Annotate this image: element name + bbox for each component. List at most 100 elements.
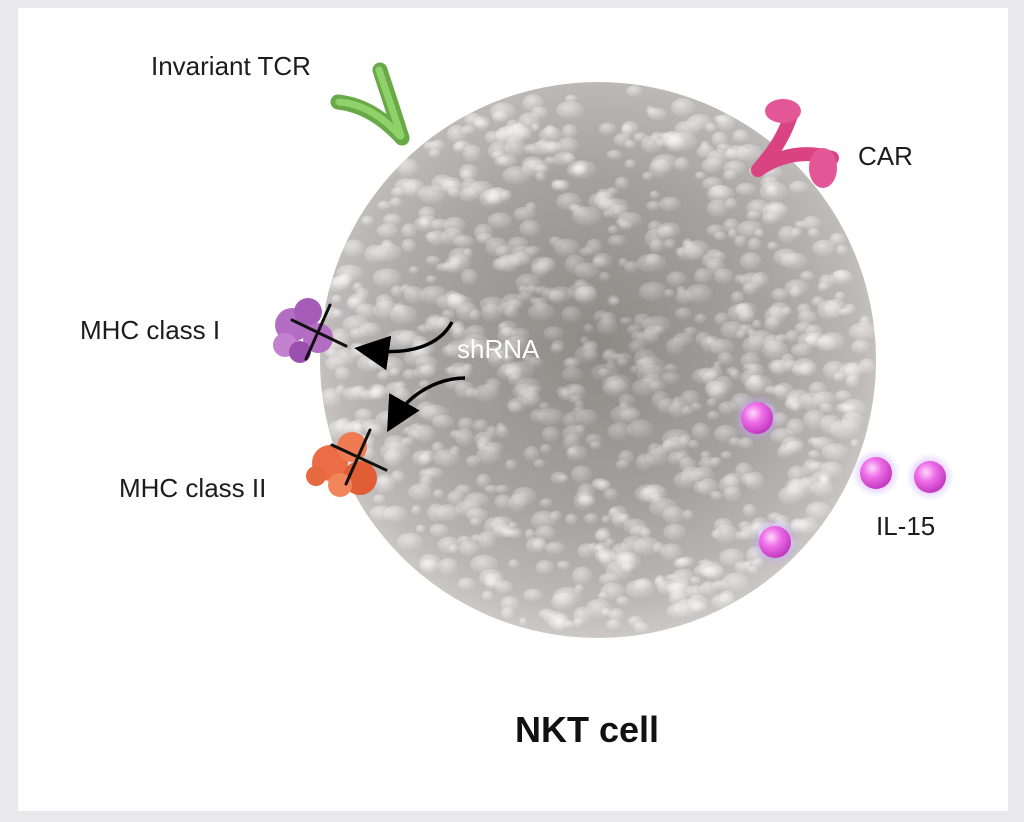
surface-bump bbox=[583, 323, 595, 334]
surface-bump bbox=[463, 247, 474, 257]
il15-sphere-icon bbox=[906, 453, 954, 501]
surface-bump bbox=[813, 391, 836, 407]
surface-bump bbox=[724, 472, 742, 487]
surface-bump bbox=[556, 386, 570, 397]
surface-bump bbox=[734, 274, 748, 284]
mhc-class-1-icon bbox=[273, 298, 333, 363]
surface-bump bbox=[373, 300, 399, 320]
surface-bump bbox=[572, 206, 603, 227]
surface-bump bbox=[674, 307, 693, 320]
surface-bump bbox=[777, 444, 794, 459]
surface-bump bbox=[498, 322, 508, 331]
surface-bump bbox=[424, 231, 437, 243]
surface-bump bbox=[674, 156, 690, 172]
surface-bump bbox=[705, 381, 728, 396]
surface-bump bbox=[469, 517, 482, 527]
surface-bump bbox=[562, 356, 581, 371]
surface-bump bbox=[592, 252, 613, 269]
surface-bump bbox=[544, 541, 566, 555]
surface-bump bbox=[448, 544, 459, 554]
surface-bump bbox=[372, 268, 402, 288]
surface-bump bbox=[723, 486, 742, 502]
surface-bump bbox=[390, 470, 405, 484]
surface-bump bbox=[463, 492, 489, 509]
surface-bump bbox=[716, 143, 732, 154]
surface-bump bbox=[745, 471, 765, 491]
surface-bump bbox=[325, 355, 345, 372]
surface-bump bbox=[649, 190, 660, 200]
surface-bump bbox=[550, 510, 562, 522]
surface-bump bbox=[530, 256, 555, 275]
surface-bump bbox=[548, 286, 575, 303]
surface-bump bbox=[742, 336, 766, 356]
surface-bump bbox=[787, 465, 808, 483]
surface-bump bbox=[507, 236, 529, 253]
surface-bump bbox=[352, 282, 364, 292]
surface-bump bbox=[398, 330, 421, 347]
surface-bump bbox=[415, 524, 426, 534]
surface-bump bbox=[621, 124, 633, 136]
surface-bump bbox=[739, 252, 762, 271]
surface-bump bbox=[769, 302, 791, 320]
surface-bump bbox=[522, 94, 544, 112]
surface-bump bbox=[442, 180, 463, 194]
surface-bump bbox=[462, 144, 482, 162]
surface-bump bbox=[585, 238, 603, 256]
surface-bump bbox=[608, 608, 624, 622]
surface-bump bbox=[737, 220, 763, 239]
surface-bump bbox=[694, 313, 707, 324]
surface-bump bbox=[647, 107, 667, 121]
surface-bump bbox=[522, 354, 535, 365]
surface-bump bbox=[663, 523, 687, 541]
surface-bump bbox=[535, 172, 547, 182]
surface-bump bbox=[531, 123, 540, 132]
surface-bump bbox=[477, 531, 497, 549]
surface-bump bbox=[438, 557, 458, 575]
surface-bump bbox=[646, 448, 669, 467]
surface-bump bbox=[843, 404, 856, 414]
surface-bump bbox=[484, 484, 498, 494]
surface-bump bbox=[556, 192, 582, 211]
surface-bump bbox=[829, 419, 861, 440]
surface-bump bbox=[627, 324, 642, 336]
surface-bump bbox=[624, 159, 637, 169]
il15-label: IL-15 bbox=[876, 511, 936, 541]
surface-bump bbox=[376, 223, 399, 239]
surface-bump bbox=[808, 449, 821, 459]
surface-bump bbox=[418, 206, 436, 223]
surface-bump bbox=[525, 245, 541, 256]
il15-sphere-icon bbox=[733, 394, 781, 442]
surface-bump bbox=[532, 538, 547, 551]
diagram-title: NKT cell bbox=[515, 709, 660, 750]
surface-bump bbox=[657, 398, 680, 415]
surface-bump bbox=[714, 312, 730, 326]
surface-bump bbox=[447, 293, 466, 306]
surface-bump bbox=[574, 285, 598, 302]
surface-bump bbox=[385, 381, 405, 398]
surface-bump bbox=[640, 135, 663, 154]
surface-bump bbox=[838, 308, 851, 316]
surface-bump bbox=[383, 449, 402, 468]
surface-bump bbox=[556, 560, 571, 571]
surface-bump bbox=[500, 189, 513, 201]
surface-bump bbox=[778, 225, 798, 243]
surface-bump bbox=[473, 384, 500, 403]
surface-bump bbox=[487, 212, 513, 230]
surface-bump bbox=[607, 422, 632, 441]
surface-bump bbox=[457, 417, 475, 432]
surface-bump bbox=[636, 356, 666, 375]
surface-bump bbox=[419, 285, 449, 305]
surface-bump bbox=[807, 228, 821, 238]
surface-bump bbox=[464, 325, 486, 340]
surface-bump bbox=[562, 434, 581, 452]
surface-bump bbox=[342, 315, 370, 334]
surface-bump bbox=[470, 554, 499, 574]
surface-bump bbox=[550, 343, 564, 354]
surface-bump bbox=[380, 239, 394, 250]
surface-bump bbox=[561, 123, 578, 140]
surface-bump bbox=[452, 142, 465, 153]
surface-bump bbox=[706, 258, 726, 276]
surface-bump bbox=[411, 505, 422, 515]
surface-bump bbox=[331, 294, 342, 304]
surface-bump bbox=[691, 466, 715, 484]
